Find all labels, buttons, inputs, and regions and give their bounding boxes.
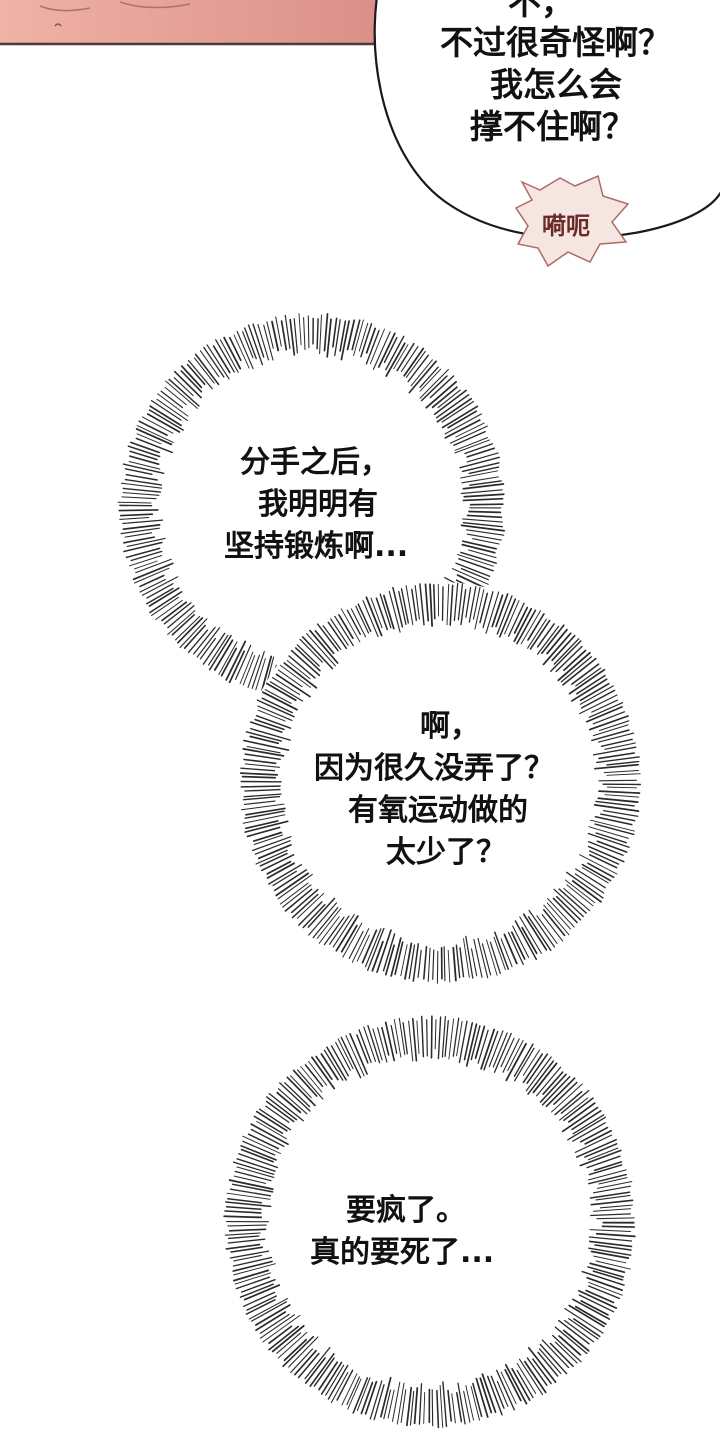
burst-bubble-2-line-3: 有氧运动做的: [348, 796, 528, 826]
burst-bubble-2-line-4: 太少了？: [386, 838, 506, 868]
burst-bubble-2-line-1: 啊，: [420, 712, 480, 742]
burst3-focus-line: [432, 1390, 433, 1426]
burst2-focus-line: [241, 786, 280, 787]
burst-bubble-1-line-1: 分手之后，: [240, 448, 390, 478]
burst-bubble-1-line-2: 我明明有: [258, 490, 378, 520]
burst1-focus-line: [308, 316, 309, 348]
burst2-focus-line: [443, 587, 444, 620]
burst-bubble-2-line-2: 因为很久没弄了？: [314, 754, 554, 784]
burst-bubble-3-line-1: 要疯了。: [346, 1196, 466, 1226]
top-bubble-line-1: 不，: [508, 0, 574, 19]
burst2-focus-line: [243, 777, 276, 778]
top-bubble-line-3: 我怎么会: [490, 68, 622, 101]
burst2-focus-line: [434, 585, 435, 619]
burst3-focus-line: [427, 1020, 428, 1056]
burst3-focus-line: [603, 1226, 635, 1227]
burst3-focus-line: [228, 1225, 266, 1226]
top-panel: [0, 0, 400, 44]
burst-bubble-1-line-3: 坚持锻炼啊...: [224, 532, 408, 562]
burst1-focus-line: [469, 512, 500, 513]
burst1-focus-line: [119, 510, 158, 511]
burst1-focus-line: [471, 504, 503, 505]
burst3-focus-line: [224, 1216, 261, 1217]
top-bubble-line-2: 不过很奇怪啊？: [440, 26, 671, 59]
burst2-focus-line: [444, 947, 445, 981]
burst2-focus-line: [599, 780, 637, 781]
sound-effect-text: 嗬呃: [542, 214, 590, 238]
burst-bubble-3-line-2: 真的要死了...: [310, 1238, 494, 1268]
burst1-focus-line: [317, 319, 318, 349]
top-bubble-line-4: 撑不住啊？: [470, 110, 635, 143]
